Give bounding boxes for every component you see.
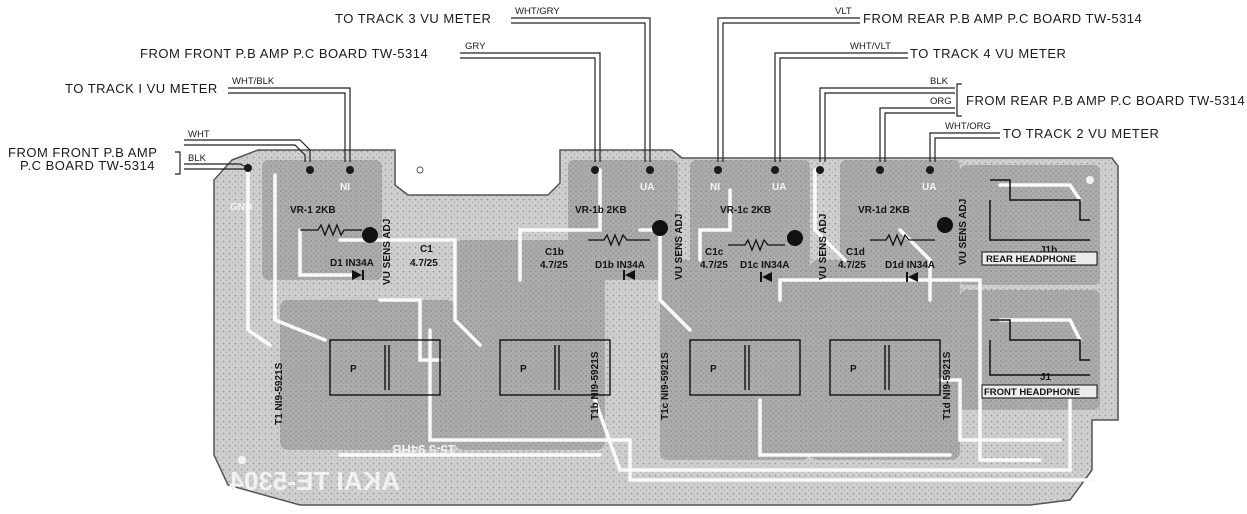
wire-blk-2: BLK (930, 76, 949, 87)
label-front-pb: FROM FRONT P.B AMP P.C BOARD TW-5314 (140, 46, 428, 61)
mirrored-code-marking: 15-5 94HB (392, 442, 455, 457)
mirrored-board-markings: AKAI TE-5304 (229, 466, 400, 496)
label-track3: TO TRACK 3 VU METER (335, 11, 491, 26)
pad-ua-2: UA (772, 182, 786, 193)
t1b-label: T1b NI9-5921S (590, 351, 601, 420)
mount-hole-2 (1086, 176, 1094, 184)
resistor-zigzags (300, 223, 935, 252)
d1c-label: D1c IN34A (740, 260, 789, 271)
vu-sens-adj-2: VU SENS ADJ (674, 214, 685, 280)
label-front-small-1: FROM FRONT P.B AMP (8, 145, 157, 160)
label-track2: TO TRACK 2 VU METER (1003, 126, 1159, 141)
d1d-label: D1d IN34A (885, 260, 935, 271)
pad-ua-3: UA (922, 182, 936, 193)
wire-wht-org: WHT/ORG (945, 121, 991, 132)
label-track1: TO TRACK I VU METER (65, 81, 218, 96)
c1-value: 4.7/25 (410, 258, 438, 269)
vr1-label: VR-1 2KB (290, 205, 336, 216)
wire-org: ORG (930, 96, 952, 107)
j1b-label: J1b (1040, 245, 1057, 256)
mount-hole (238, 456, 246, 464)
c1d-label: C1d (846, 247, 865, 258)
t1b-primary: P (520, 364, 527, 375)
d1b-label: D1b IN34A (595, 260, 645, 271)
t1-primary: P (350, 364, 357, 375)
c1b-label: C1b (545, 247, 564, 258)
c1c-label: C1c (705, 247, 724, 258)
t1c-primary: P (710, 364, 717, 375)
rear-headphone-box (981, 251, 1098, 266)
wire-vlt: VLT (835, 6, 852, 17)
pad-ni-1: NI (340, 182, 350, 193)
vu-sens-adj-1: VU SENS ADJ (382, 219, 393, 285)
wire-wht-blk: WHT/BLK (232, 76, 275, 87)
label-front-small-2: P.C BOARD TW-5314 (20, 158, 155, 173)
pcb-traces (246, 166, 1097, 482)
transformers (329, 339, 941, 396)
wire-wht-gry: WHT/GRY (515, 6, 560, 17)
t1d-primary: P (850, 364, 857, 375)
pad-ni-2: NI (710, 182, 720, 193)
lead-wires (184, 17, 1000, 170)
j1-label: J1 (1040, 372, 1052, 383)
copper-zones (262, 160, 1100, 460)
wire-wht: WHT (188, 129, 210, 140)
headphone-jack-rear (989, 179, 1090, 241)
bracket-rear-mid (956, 83, 962, 117)
gnd-label: GND (230, 202, 252, 213)
c1-label: C1 (420, 244, 433, 255)
wire-gry: GRY (465, 41, 486, 52)
d1-label: D1 IN34A (330, 258, 374, 269)
front-headphone-box (981, 384, 1098, 399)
wire-wht-vlt: WHT/VLT (850, 41, 891, 52)
label-track4: TO TRACK 4 VU METER (910, 46, 1066, 61)
t1-label: T1 NI9-5921S (274, 362, 285, 425)
potentiometer-knobs (362, 217, 953, 246)
t1d-label: T1d NI9-5921S (942, 351, 953, 420)
c1c-value: 4.7/25 (700, 260, 728, 271)
pad-ua-1: UA (640, 182, 654, 193)
rear-headphone-label: REAR HEADPHONE (986, 254, 1076, 265)
diode-symbols (352, 270, 918, 282)
code-marking: 15-5 94HB (392, 442, 455, 457)
front-headphone-label: FRONT HEADPHONE (984, 387, 1080, 398)
label-rear-pb-mid: FROM REAR P.B AMP P.C BOARD TW-5314 (966, 93, 1245, 108)
vr1d-label: VR-1d 2KB (858, 205, 910, 216)
vu-sens-adj-4: VU SENS ADJ (958, 199, 969, 265)
vr1c-label: VR-1c 2KB (720, 205, 771, 216)
mount-hole-3 (416, 166, 424, 174)
c1b-value: 4.7/25 (540, 260, 568, 271)
t1c-label: T1c NI9-5921S (660, 352, 671, 420)
vu-sens-adj-3: VU SENS ADJ (818, 214, 829, 280)
vr1b-label: VR-1b 2KB (575, 205, 627, 216)
brand-marking: AKAI TE-5304 (229, 466, 400, 496)
wire-blk: BLK (188, 153, 207, 164)
c1d-value: 4.7/25 (838, 260, 866, 271)
headphone-jack-front (989, 319, 1090, 376)
bracket-front-small (175, 151, 181, 175)
label-rear-pb-top: FROM REAR P.B AMP P.C BOARD TW-5314 (863, 11, 1142, 26)
pads (244, 164, 934, 174)
